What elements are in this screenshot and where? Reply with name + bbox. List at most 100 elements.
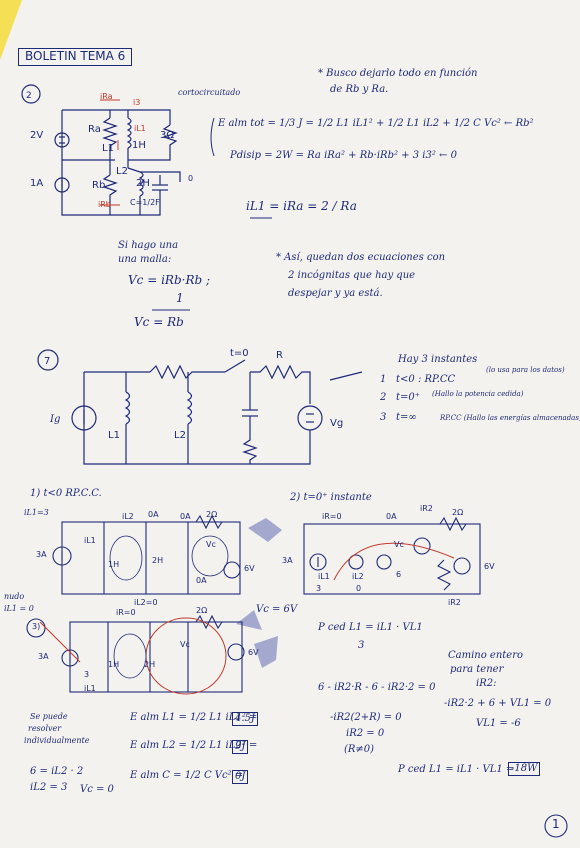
- s2-label-ir2-bot: iR2: [448, 598, 461, 607]
- s2-eq5: iR2 = 0: [346, 728, 385, 739]
- note-cortocircuitado: cortocircuitado: [178, 88, 241, 97]
- step-1-number: 1: [380, 374, 387, 385]
- s1-label-il1-branch: iL1: [84, 536, 96, 545]
- s3-eq-c: Vc = 0: [80, 784, 114, 795]
- s2-p-final: P ced L1 = iL1 · VL1 =: [398, 764, 515, 775]
- s3-e1-value: 4.5J: [232, 712, 258, 726]
- s2-label-vc: Vc: [394, 540, 404, 549]
- s2-label-6: 6: [396, 570, 402, 579]
- step-1-text: t<0 : RP.CC: [396, 374, 456, 385]
- s1-note-vc: Vc = 6V: [256, 604, 298, 615]
- note-asi-1: * Así, quedan dos ecuaciones con: [276, 252, 446, 263]
- label-ira: iRa: [100, 92, 113, 101]
- label-il1: iL1: [134, 124, 146, 133]
- label-ig: Ig: [50, 414, 61, 425]
- label-1h: 1H: [132, 140, 146, 151]
- s2-label-il1: iL1: [318, 572, 330, 581]
- label-irb: iRb: [98, 200, 111, 209]
- s3-label-6v: 6V: [248, 648, 259, 657]
- s2-label-0a: 0A: [386, 512, 397, 521]
- s1-label-0a-3: 0A: [196, 576, 207, 585]
- label-l2-p7: L2: [174, 430, 186, 441]
- s3-e2: E alm L2 = 1/2 L1 iL2² =: [130, 740, 258, 751]
- s3-nudo-eq: iL1 = 0: [4, 604, 34, 613]
- s3-label-2ohm: 2Ω: [196, 606, 208, 615]
- step1-heading: 1) t<0 RP.C.C.: [30, 488, 102, 499]
- eq-vc-2: Vc = Rb: [134, 315, 184, 329]
- s2-eq4: VL1 = -6: [476, 718, 521, 729]
- s2-eq1: 6 - iR2·R - 6 - iR2·2 = 0: [318, 682, 436, 693]
- eq-vc-1: Vc = iRb·Rb ;: [128, 273, 211, 287]
- s3-label-il2: iL2=0: [134, 598, 158, 607]
- note-busco-1: * Busco dejarlo todo en función: [318, 68, 478, 79]
- note-busco-2: de Rb y Ra.: [330, 84, 389, 95]
- s3-note-1: Se puede: [30, 712, 68, 721]
- s2-eq6: (R≠0): [344, 744, 375, 755]
- label-switch: t=0: [230, 348, 249, 359]
- eq-energy: E alm tot = 1/3 J = 1/2 L1 iL1² + 1/2 L1…: [218, 118, 534, 129]
- label-ra: Ra: [88, 124, 101, 135]
- s1-label-2ohm: 2Ω: [206, 510, 218, 519]
- s3-note-2: resolver: [28, 724, 62, 733]
- s3-eq-b: iL2 = 3: [30, 782, 68, 793]
- s3-label-il1: iL1: [84, 684, 96, 693]
- s1-label-il2: iL2: [122, 512, 134, 521]
- s3-label-3: 3: [84, 670, 90, 679]
- s1-label-1h: 1H: [108, 560, 120, 569]
- eq-power: Pdisip = 2W = Ra iRa² + Rb·iRb² + 3 i3² …: [230, 150, 457, 161]
- s1-label-0a-2: 0A: [180, 512, 191, 521]
- s2-camino-2: para tener: [450, 664, 504, 675]
- label-r: R: [276, 350, 283, 361]
- s3-label-vc: Vc: [180, 640, 190, 649]
- note-malla-1: Si hago una: [118, 240, 179, 251]
- s3-label-3a: 3A: [38, 652, 49, 661]
- label-vg: Vg: [330, 418, 344, 429]
- step-2-text: t=0⁺: [396, 392, 421, 403]
- step-2-note: (Hallo la potencia cedida): [432, 390, 524, 398]
- step-3-note: RP.CC (Hallo las energías almacenadas): [440, 414, 580, 422]
- s3-label-2h: 2H: [144, 660, 156, 669]
- note-3-instantes: Hay 3 instantes: [398, 354, 478, 365]
- label-l1: L1: [102, 143, 114, 154]
- page-number: 1: [552, 817, 560, 831]
- eq-vc-1-den: 1: [176, 291, 184, 305]
- s1-label-il1: iL1=3: [24, 508, 49, 517]
- label-capacitor: C=1/2F: [130, 198, 160, 207]
- s2-camino-1: Camino entero: [448, 650, 524, 661]
- s1-label-2h: 2H: [152, 556, 164, 565]
- label-source-1a: 1A: [30, 178, 44, 189]
- s1-label-3a: 3A: [36, 550, 47, 559]
- label-source-2v: 2V: [30, 130, 44, 141]
- s2-label-ir: iR=0: [322, 512, 342, 521]
- eq-il1: iL1 = iRa = 2 / Ra: [246, 199, 357, 213]
- note-asi-2: 2 incógnitas que hay que: [288, 270, 416, 281]
- s1-label-0a-1: 0A: [148, 510, 159, 519]
- label-3ohm: 3Ω: [160, 130, 175, 141]
- step-2-number: 2: [380, 392, 387, 403]
- note-malla-2: una malla:: [118, 254, 172, 265]
- s2-label-ir2-top: iR2: [420, 504, 433, 513]
- step-1-note: (lo usa para los datos): [486, 366, 565, 374]
- step2-heading: 2) t=0⁺ instante: [290, 492, 372, 503]
- svg-text:2: 2: [26, 91, 32, 101]
- label-2h: 2H: [136, 178, 150, 189]
- s3-nudo: nudo: [4, 592, 25, 601]
- s3-heading: 3): [32, 622, 41, 631]
- label-rb: Rb: [92, 180, 106, 191]
- note-asi-3: despejar y ya está.: [288, 288, 383, 299]
- s3-label-1h: 1H: [108, 660, 120, 669]
- label-l1-p7: L1: [108, 430, 120, 441]
- s3-e2-value: 9J: [232, 740, 249, 754]
- s1-label-vc: Vc: [206, 540, 216, 549]
- label-node-zero: 0: [188, 174, 194, 183]
- s3-eq-a: 6 = iL2 · 2: [30, 766, 84, 777]
- s3-e1: E alm L1 = 1/2 L1 iL1² =: [130, 712, 258, 723]
- s3-note-3: individualmente: [24, 736, 90, 745]
- s2-p-value: -18W: [508, 762, 541, 776]
